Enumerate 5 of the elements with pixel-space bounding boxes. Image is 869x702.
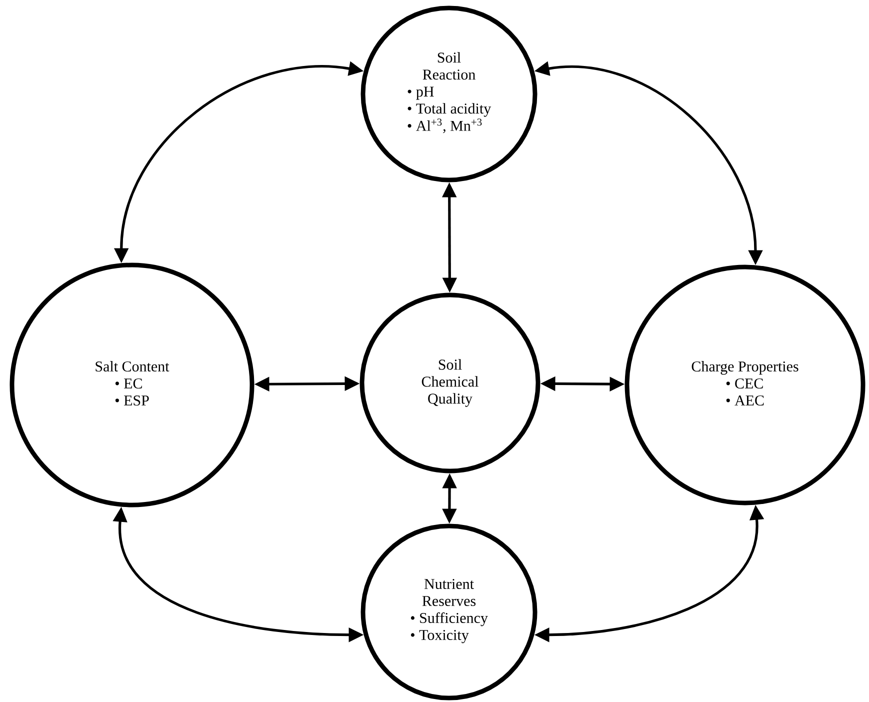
circle-node: Salt Content • EC • ESP [10,262,254,508]
circle-node: Nutrient Reserves • Sufficiency • Toxicity [360,524,538,700]
circle-node: Charge Properties • CEC • AEC [624,264,866,506]
circle-node: Soil Reaction • pH • Total acidity • Al$^{+3}$, Mn$^{+3}$ [360,6,538,182]
circle-node: Soil Chemical Quality [360,292,540,474]
